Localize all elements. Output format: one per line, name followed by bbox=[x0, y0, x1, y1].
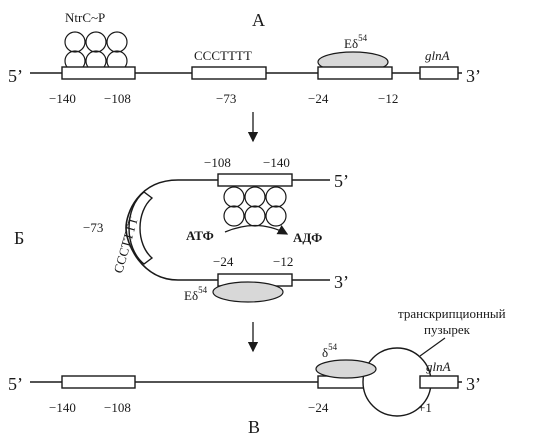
enhancer-box-b bbox=[217, 173, 293, 187]
panel-b-5prime: 5’ bbox=[334, 171, 349, 191]
panel-a-3prime: 3’ bbox=[466, 66, 481, 86]
polymerase-label-b: Eδ54 bbox=[184, 285, 208, 303]
pos-b-12: −12 bbox=[273, 254, 293, 269]
enhancer-box-a bbox=[61, 66, 136, 80]
enhancer-box-c bbox=[61, 375, 136, 389]
panel-a-5prime: 5’ bbox=[8, 66, 23, 86]
pos-a-73: −73 bbox=[216, 91, 236, 106]
ntrc-label: NtrC~P bbox=[65, 10, 105, 25]
pos-b-140: −140 bbox=[263, 155, 290, 170]
polymerase-label-a: Eδ54 bbox=[344, 33, 368, 51]
gene-label-c: glnA bbox=[426, 359, 451, 374]
sigma-label-c: δ54 bbox=[322, 342, 338, 360]
motif-label-a: CCCTTTT bbox=[194, 48, 252, 63]
pos-a-108: −108 bbox=[104, 91, 131, 106]
promoter-box-a bbox=[317, 66, 393, 80]
gene-box-a bbox=[419, 66, 459, 80]
pos-a-12: −12 bbox=[378, 91, 398, 106]
polymerase-ellipse-b bbox=[212, 281, 284, 303]
panel-c-5prime: 5’ bbox=[8, 374, 23, 394]
pos-b-73: −73 bbox=[83, 220, 103, 235]
ntrc-hexamer-a bbox=[64, 31, 128, 72]
ntrc-hexamer-b bbox=[223, 186, 287, 227]
adp-label: АДФ bbox=[293, 230, 322, 245]
panel-c-3prime: 3’ bbox=[466, 374, 481, 394]
gene-box-c bbox=[419, 375, 459, 389]
panel-b-label: Б bbox=[14, 228, 24, 248]
motif-box-a bbox=[191, 66, 267, 80]
panel-a-label: А bbox=[252, 10, 265, 30]
atp-hydrolysis-arrow bbox=[224, 224, 289, 235]
dna-loop bbox=[125, 179, 330, 281]
panel-b-3prime: 3’ bbox=[334, 272, 349, 292]
pos-c-108: −108 bbox=[104, 400, 131, 415]
pos-c-140: −140 bbox=[49, 400, 76, 415]
motif-box-b bbox=[128, 191, 154, 265]
bubble-label-line2: пузырек bbox=[424, 322, 471, 337]
pos-a-24: −24 bbox=[308, 91, 329, 106]
bubble-label-line1: транскрипционный bbox=[398, 306, 506, 321]
panel-c-label: В bbox=[248, 417, 260, 437]
pos-b-24: −24 bbox=[213, 254, 234, 269]
gene-label-a: glnA bbox=[425, 48, 450, 63]
sigma-ellipse-c bbox=[315, 359, 377, 379]
atp-label: АТФ bbox=[186, 228, 214, 243]
pos-c-24: −24 bbox=[308, 400, 329, 415]
pos-b-108: −108 bbox=[204, 155, 231, 170]
pos-a-140: −140 bbox=[49, 91, 76, 106]
pos-c-plus1: +1 bbox=[418, 400, 432, 415]
bubble-pointer-line bbox=[419, 337, 446, 357]
